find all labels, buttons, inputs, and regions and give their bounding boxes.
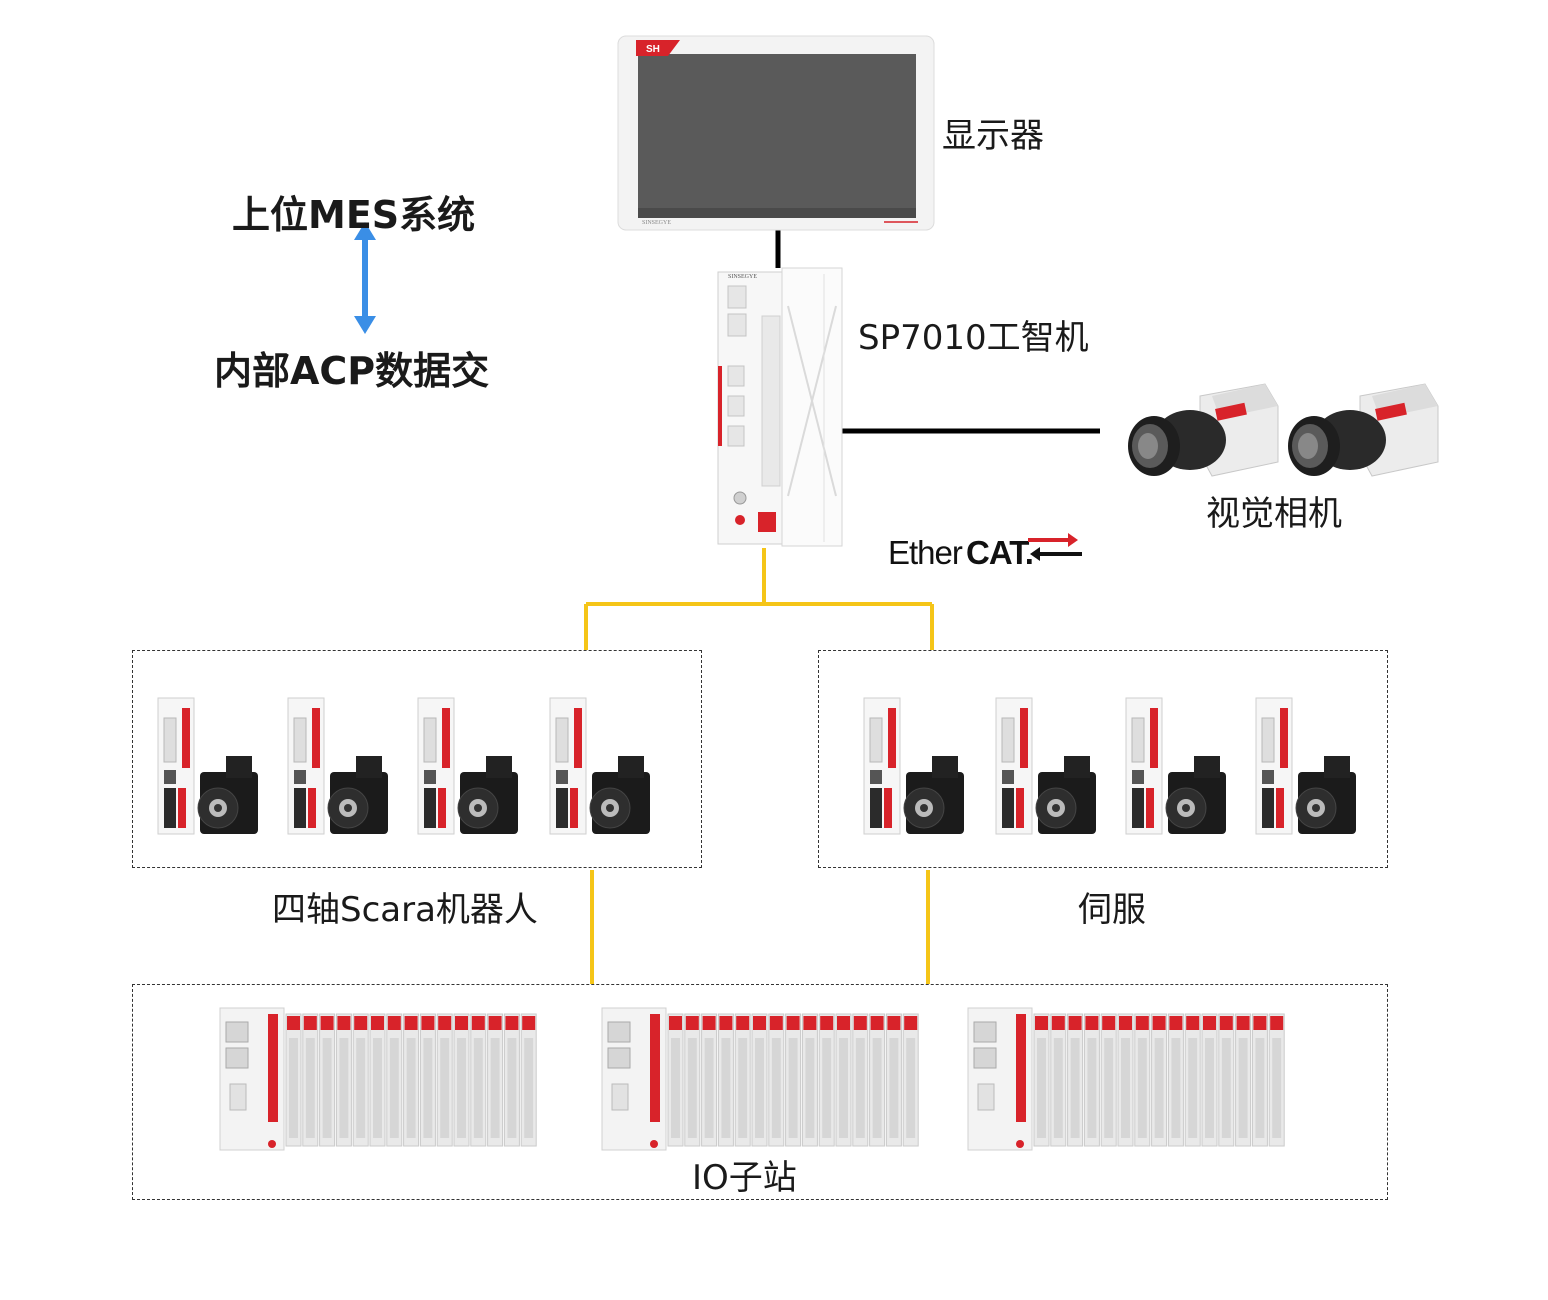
servo-label: 伺服 bbox=[1078, 890, 1146, 930]
io-module-station-icon bbox=[219, 1007, 540, 1151]
acp-label: 内部ACP数据交 bbox=[214, 349, 490, 393]
io-group-box bbox=[132, 984, 1388, 1200]
svg-text:SINSEGYE: SINSEGYE bbox=[728, 274, 757, 280]
display-label: 显示器 bbox=[942, 116, 1044, 156]
servo-drive-motor-icon bbox=[994, 694, 1104, 844]
svg-text:SH: SH bbox=[646, 44, 660, 55]
ethercat-arrows-icon bbox=[1028, 533, 1082, 561]
bidirectional-arrow-icon bbox=[354, 222, 376, 334]
vision-camera-icon bbox=[1120, 376, 1280, 486]
io-module-station-icon bbox=[601, 1007, 922, 1151]
svg-text:SINSEGYE: SINSEGYE bbox=[642, 220, 671, 226]
servo-drive-motor-icon bbox=[1124, 694, 1234, 844]
ethercat-logo: Ether CAT. bbox=[886, 530, 1086, 576]
ethercat-logo-text-bold: CAT. bbox=[966, 534, 1034, 571]
servo-drive-motor-icon bbox=[1254, 694, 1364, 844]
servo-group-box bbox=[818, 650, 1388, 868]
io-module-station-icon bbox=[967, 1007, 1288, 1151]
scara-group-box bbox=[132, 650, 702, 868]
servo-drive-motor-icon bbox=[286, 694, 396, 844]
controller-label: SP7010工智机 bbox=[858, 318, 1089, 358]
servo-drive-motor-icon bbox=[548, 694, 658, 844]
ethercat-bus bbox=[584, 548, 934, 984]
display-monitor-icon: SH SINSEGYE bbox=[617, 35, 935, 231]
servo-drive-motor-icon bbox=[416, 694, 526, 844]
camera-label: 视觉相机 bbox=[1206, 494, 1342, 534]
servo-drive-motor-icon bbox=[862, 694, 972, 844]
ethercat-logo-text: Ether bbox=[888, 534, 963, 571]
scara-label: 四轴Scara机器人 bbox=[272, 890, 538, 930]
io-label: IO子站 bbox=[692, 1158, 797, 1198]
servo-drive-motor-icon bbox=[156, 694, 266, 844]
mes-label: 上位MES系统 bbox=[232, 193, 476, 237]
vision-camera-icon bbox=[1280, 376, 1440, 486]
industrial-pc-icon: SINSEGYE bbox=[712, 266, 846, 548]
